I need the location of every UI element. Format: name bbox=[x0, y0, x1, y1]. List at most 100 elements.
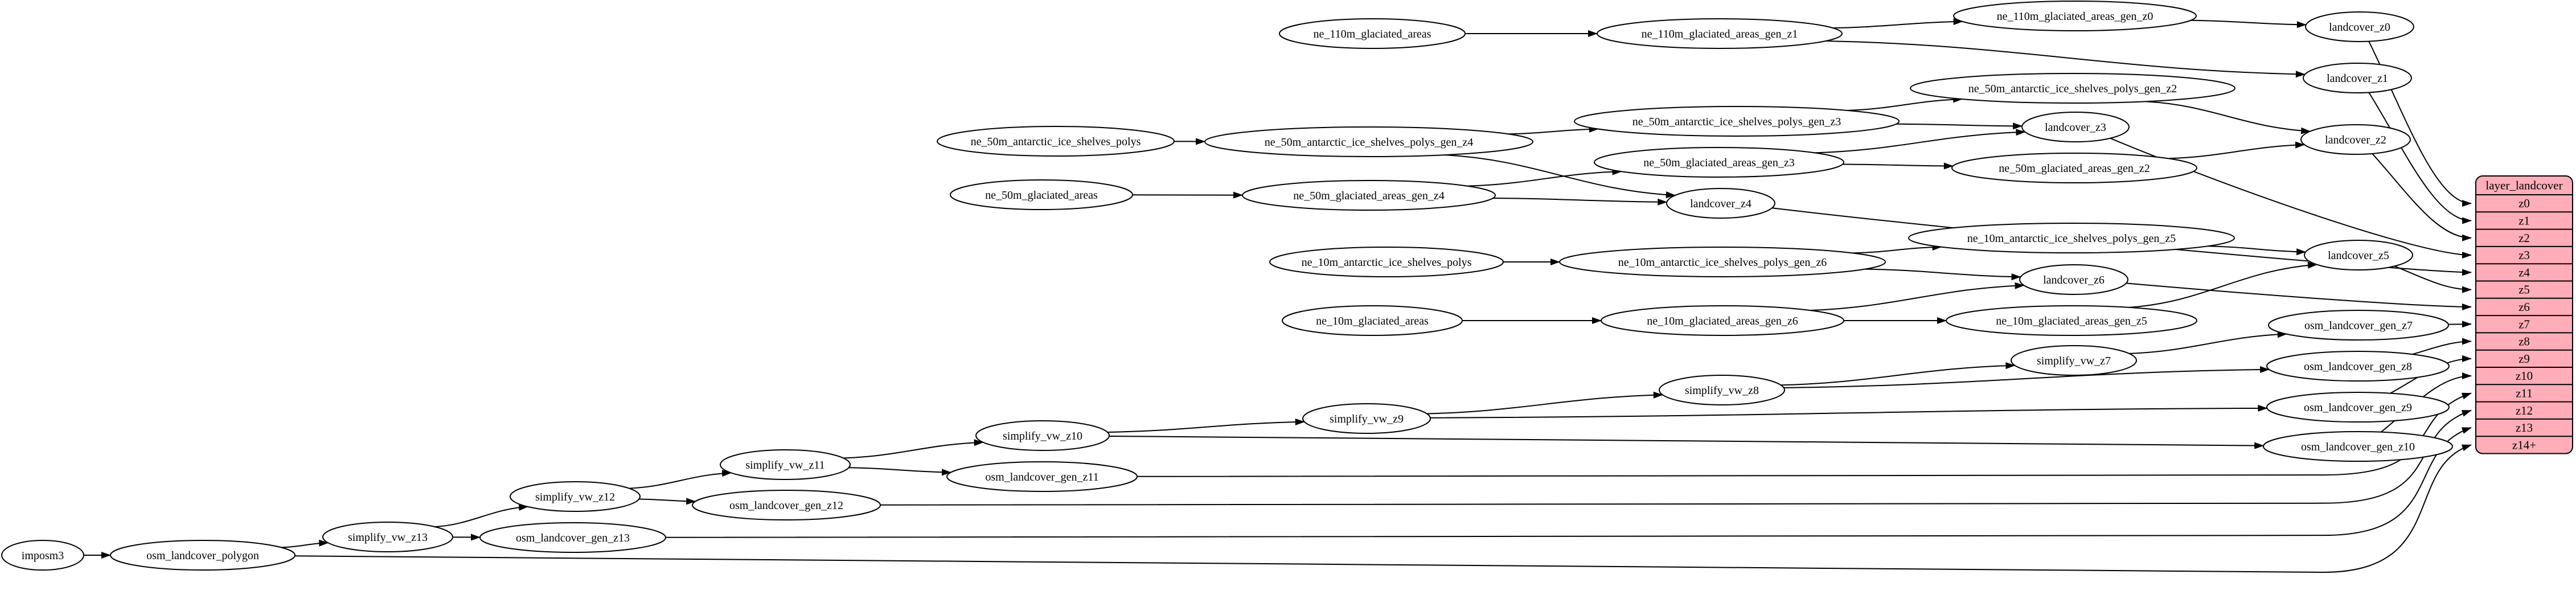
graph-node-landcover_z1: landcover_z1 bbox=[2303, 63, 2412, 93]
edge-ne_110m_glaciated_areas_gen_z1-to-landcover_z1 bbox=[1826, 40, 2306, 78]
node-label: ne_50m_antarctic_ice_shelves_polys_gen_z… bbox=[1968, 83, 2177, 95]
table-row-label-z2: z2 bbox=[2518, 231, 2530, 245]
graph-node-osm_landcover_gen_z7: osm_landcover_gen_z7 bbox=[2268, 310, 2449, 341]
node-label: simplify_vw_z9 bbox=[1330, 413, 1404, 425]
node-label: landcover_z5 bbox=[2328, 249, 2389, 262]
edge-ne_50m_glaciated_areas_gen_z4-to-landcover_z4 bbox=[1492, 197, 1668, 206]
edge-simplify_vw_z12-to-osm_landcover_gen_z12 bbox=[639, 498, 696, 505]
node-label: osm_landcover_gen_z12 bbox=[729, 499, 843, 512]
node-ellipse bbox=[1302, 403, 1431, 434]
node-ellipse bbox=[2019, 264, 2128, 295]
node-ellipse bbox=[1666, 188, 1775, 219]
edge-ne_110m_glaciated_areas_gen_z1-to-ne_110m_glaciated_areas_gen_z0 bbox=[1832, 18, 1963, 29]
graph-node-ne_50m_glaciated_areas_gen_z4: ne_50m_glaciated_areas_gen_z4 bbox=[1242, 180, 1496, 211]
edge-osm_landcover_gen_z13-to-row-z13 bbox=[665, 427, 2472, 538]
node-label: ne_50m_antarctic_ice_shelves_polys_gen_z… bbox=[1632, 116, 1841, 128]
node-label: osm_landcover_polygon bbox=[146, 550, 259, 562]
node-label: simplify_vw_z13 bbox=[348, 531, 428, 544]
graph-node-simplify_vw_z7: simplify_vw_z7 bbox=[2011, 345, 2137, 376]
graph-node-ne_50m_glaciated_areas_gen_z2: ne_50m_glaciated_areas_gen_z2 bbox=[1951, 153, 2197, 183]
edge-landcover_z1-to-row-z1 bbox=[2368, 92, 2472, 224]
edge-ne_10m_antarctic_ice_shelves_polys_gen_z5-to-landcover_z5 bbox=[2208, 245, 2307, 256]
node-ellipse bbox=[1, 540, 84, 571]
node-ellipse bbox=[2266, 392, 2450, 423]
graph-node-landcover_z3: landcover_z3 bbox=[2021, 112, 2130, 142]
graph-node-ne_10m_glaciated_areas_gen_z5: ne_10m_glaciated_areas_gen_z5 bbox=[1946, 305, 2197, 336]
graph-node-ne_10m_antarctic_ice_shelves_polys_gen_z5: ne_10m_antarctic_ice_shelves_polys_gen_z… bbox=[1908, 223, 2235, 253]
node-ellipse bbox=[1659, 375, 1785, 405]
graph-node-ne_110m_glaciated_areas: ne_110m_glaciated_areas bbox=[1279, 18, 1466, 49]
graph-node-ne_10m_antarctic_ice_shelves_polys: ne_10m_antarctic_ice_shelves_polys bbox=[1269, 247, 1504, 277]
edge-ne_50m_glaciated_areas_gen_z3-to-landcover_z3 bbox=[1815, 129, 2026, 154]
graph-node-osm_landcover_gen_z8: osm_landcover_gen_z8 bbox=[2266, 351, 2450, 382]
graph-node-simplify_vw_z8: simplify_vw_z8 bbox=[1659, 375, 1785, 405]
node-ellipse bbox=[1242, 180, 1496, 211]
node-label: osm_landcover_gen_z9 bbox=[2304, 401, 2412, 414]
edge-ne_110m_glaciated_areas_gen_z0-to-landcover_z0 bbox=[2191, 19, 2307, 28]
node-ellipse bbox=[2266, 351, 2450, 382]
node-label: ne_50m_glaciated_areas_gen_z3 bbox=[1643, 157, 1794, 169]
graph-node-landcover_z2: landcover_z2 bbox=[2300, 124, 2411, 155]
node-ellipse bbox=[1282, 305, 1463, 336]
node-ellipse bbox=[479, 522, 666, 553]
node-label: simplify_vw_z12 bbox=[535, 491, 615, 503]
node-label: ne_110m_glaciated_areas_gen_z1 bbox=[1642, 28, 1798, 40]
node-ellipse bbox=[2268, 310, 2449, 341]
node-label: ne_50m_glaciated_areas_gen_z2 bbox=[1999, 162, 2150, 175]
node-ellipse bbox=[510, 481, 641, 512]
table-row-label-z13: z13 bbox=[2516, 421, 2533, 434]
graph-node-ne_50m_glaciated_areas: ne_50m_glaciated_areas bbox=[950, 179, 1133, 210]
node-ellipse bbox=[1204, 126, 1533, 157]
node-label: simplify_vw_z10 bbox=[1003, 430, 1082, 442]
node-label: ne_10m_antarctic_ice_shelves_polys_gen_z… bbox=[1618, 256, 1827, 269]
graph-node-simplify_vw_z9: simplify_vw_z9 bbox=[1302, 403, 1431, 434]
edge-ne_50m_antarctic_ice_shelves_polys_gen_z3-to-ne_50m_antarctic_ice_shelves_polys_gen_z2 bbox=[1847, 96, 1963, 111]
graph-node-landcover_z5: landcover_z5 bbox=[2304, 240, 2413, 270]
graph-node-simplify_vw_z11: simplify_vw_z11 bbox=[720, 449, 851, 480]
node-label: ne_110m_glaciated_areas bbox=[1314, 28, 1431, 40]
node-label: simplify_vw_z11 bbox=[745, 459, 825, 471]
node-ellipse bbox=[950, 179, 1133, 210]
node-label: osm_landcover_gen_z7 bbox=[2304, 319, 2413, 332]
node-ellipse bbox=[1574, 106, 1900, 137]
graph-node-ne_110m_glaciated_areas_gen_z1: ne_110m_glaciated_areas_gen_z1 bbox=[1597, 18, 1843, 49]
edge-simplify_vw_z10-to-simplify_vw_z9 bbox=[1107, 419, 1305, 433]
edge-ne_10m_antarctic_ice_shelves_polys_gen_z6-to-ne_10m_antarctic_ice_shelves_polys_gen_z5 bbox=[1852, 243, 1942, 254]
edge-osm_landcover_polygon-to-simplify_vw_z13 bbox=[281, 539, 329, 548]
node-label: osm_landcover_gen_z10 bbox=[2301, 441, 2415, 453]
edge-ne_50m_glaciated_areas_gen_z4-to-ne_50m_glaciated_areas_gen_z3 bbox=[1467, 168, 1622, 187]
graph-node-landcover_z0: landcover_z0 bbox=[2305, 11, 2414, 42]
node-ellipse bbox=[946, 461, 1138, 492]
node-label: ne_50m_glaciated_areas bbox=[985, 189, 1098, 202]
node-ellipse bbox=[2304, 240, 2413, 270]
node-label: landcover_z0 bbox=[2329, 21, 2390, 34]
node-label: ne_10m_glaciated_areas_gen_z5 bbox=[1996, 315, 2147, 327]
node-label: ne_50m_antarctic_ice_shelves_polys bbox=[971, 136, 1141, 148]
edge-landcover_z4-to-row-z4 bbox=[1771, 207, 2472, 276]
node-label: simplify_vw_z7 bbox=[2037, 355, 2111, 367]
node-label: osm_landcover_gen_z13 bbox=[516, 532, 630, 544]
node-label: simplify_vw_z8 bbox=[1685, 384, 1759, 397]
node-label: landcover_z4 bbox=[1690, 198, 1751, 210]
edge-ne_10m_antarctic_ice_shelves_polys_gen_z6-to-landcover_z6 bbox=[1865, 268, 2021, 281]
node-ellipse bbox=[1269, 247, 1504, 277]
node-label: ne_110m_glaciated_areas_gen_z0 bbox=[1997, 10, 2153, 23]
graph-node-ne_10m_glaciated_areas: ne_10m_glaciated_areas bbox=[1282, 305, 1463, 336]
edge-landcover_z6-to-row-z6 bbox=[2126, 282, 2472, 310]
node-ellipse bbox=[1946, 305, 2197, 336]
graph-node-osm_landcover_gen_z11: osm_landcover_gen_z11 bbox=[946, 461, 1138, 492]
table-row-label-z9: z9 bbox=[2518, 352, 2530, 366]
edge-ne_50m_antarctic_ice_shelves_polys_gen_z4-to-landcover_z4 bbox=[1444, 154, 1676, 199]
node-ellipse bbox=[720, 449, 851, 480]
table-row-label-z0: z0 bbox=[2518, 196, 2530, 210]
node-ellipse bbox=[322, 522, 453, 552]
graph-node-osm_landcover_gen_z13: osm_landcover_gen_z13 bbox=[479, 522, 666, 553]
table-row-label-z10: z10 bbox=[2516, 369, 2533, 383]
node-label: osm_landcover_gen_z8 bbox=[2304, 360, 2412, 373]
edge-simplify_vw_z7-to-osm_landcover_gen_z7 bbox=[2129, 331, 2287, 354]
edge-simplify_vw_z10-to-osm_landcover_gen_z10 bbox=[1109, 435, 2265, 449]
node-label: landcover_z2 bbox=[2325, 134, 2386, 146]
graph-node-ne_10m_antarctic_ice_shelves_polys_gen_z6: ne_10m_antarctic_ice_shelves_polys_gen_z… bbox=[1559, 247, 1886, 277]
